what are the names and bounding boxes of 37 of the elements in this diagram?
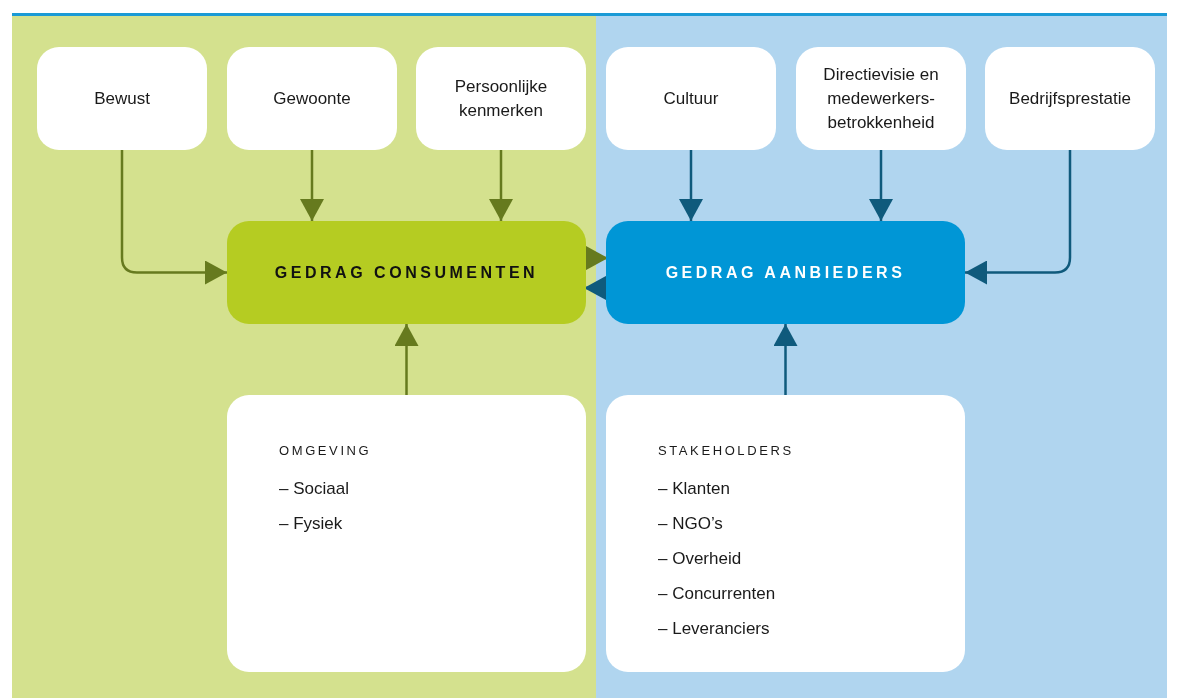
arrow: [679, 150, 703, 221]
list-item: – NGO’s: [658, 512, 723, 535]
box-label: Cultuur: [662, 87, 720, 110]
box-label: Bewust: [93, 87, 151, 110]
arrow: [773, 324, 798, 395]
factor-box: [606, 47, 776, 150]
list-item: – Leveranciers: [658, 617, 770, 640]
list-item: – Overheid: [658, 547, 742, 570]
factor-box: [985, 47, 1155, 150]
arrow: [489, 150, 513, 221]
box-title: GEDRAG CONSUMENTEN: [274, 262, 539, 283]
list-box: [227, 395, 586, 672]
box-label: Bedrijfsprestatie: [1008, 87, 1132, 110]
arrow: [584, 275, 606, 300]
list-item: – Klanten: [658, 477, 730, 500]
factor-box: [796, 47, 966, 150]
box-label: Persoonlijke kenmerken: [453, 75, 549, 122]
box-label: Directievisie en medewerkers-betrokkenheid: [822, 63, 940, 134]
arrow: [394, 324, 419, 395]
factor-box: [37, 47, 207, 150]
list-heading: OMGEVING: [279, 442, 372, 460]
box-label: Gewoonte: [272, 87, 352, 110]
factor-box: [416, 47, 586, 150]
list-box: [606, 395, 965, 672]
arrow: [869, 150, 893, 221]
behaviour-box: [227, 221, 586, 324]
list-item: – Sociaal: [279, 477, 349, 500]
list-item: – Concurrenten: [658, 582, 776, 605]
box-title: GEDRAG AANBIEDERS: [665, 262, 906, 283]
behaviour-box: [606, 221, 965, 324]
factor-box: [227, 47, 397, 150]
arrow: [965, 150, 1072, 285]
list-item: – Fysiek: [279, 512, 343, 535]
arrow: [120, 150, 227, 285]
arrow: [586, 246, 608, 271]
arrow: [300, 150, 324, 221]
list-heading: STAKEHOLDERS: [658, 442, 794, 460]
